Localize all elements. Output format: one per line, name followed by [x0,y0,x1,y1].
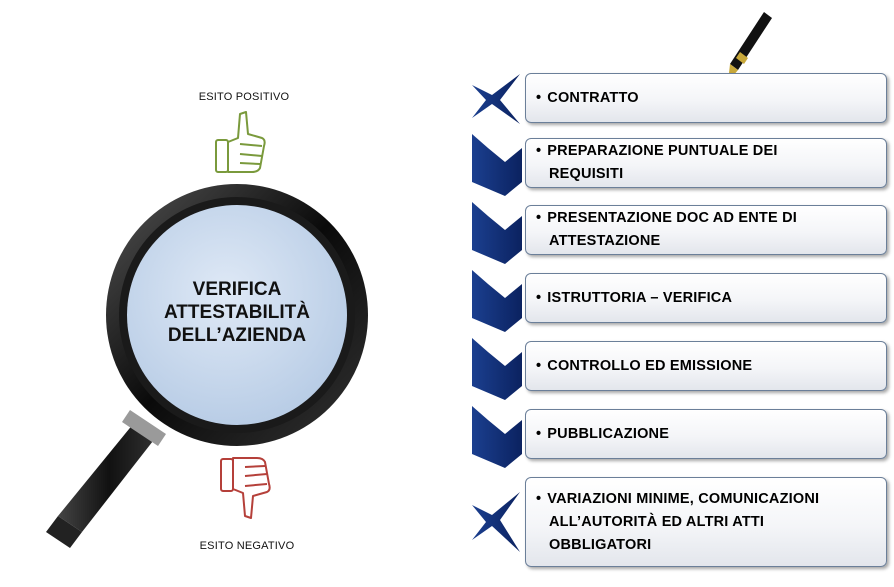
step-label: • CONTRATTO [536,87,639,110]
step-line: PUBBLICAZIONE [547,425,670,442]
bullet: • [536,89,542,106]
step-box-controllo: • CONTROLLO ED EMISSIONE [525,341,887,391]
step-label: • CONTROLLO ED EMISSIONE [536,355,752,378]
step-line: ALL’AUTORITÀ ED ALTRI ATTI [549,513,765,530]
step-label: • VARIAZIONI MINIME, COMUNICAZIONI ALL’AU… [536,488,819,557]
step-box-preparazione: • PREPARAZIONE PUNTUALE DEI REQUISITI [525,138,887,188]
step-line: CONTRATTO [547,89,639,106]
thumbs-up-icon [215,111,266,173]
step-marker-x-icon [472,74,520,124]
step-label: • PUBBLICAZIONE [536,423,669,446]
step-line: VARIAZIONI MINIME, COMUNICAZIONI [547,490,820,507]
step-line: ISTRUTTORIA – VERIFICA [547,289,733,306]
thumbs-down-icon [220,457,271,519]
lens-title: VERIFICA ATTESTABILITÀ DELL’AZIENDA [137,278,337,347]
step-line: REQUISITI [549,166,624,182]
magnifier-icon [106,184,368,446]
step-label: • PRESENTAZIONE DOC AD ENTE DI ATTESTAZIO… [536,207,797,253]
chevron-down-icon [472,338,522,400]
step-line: OBBLIGATORI [549,536,652,553]
step-box-presentazione: • PRESENTAZIONE DOC AD ENTE DI ATTESTAZIO… [525,205,887,255]
negative-outcome-label: ESITO NEGATIVO [199,540,295,552]
bullet: • [536,143,542,159]
step-box-istruttoria: • ISTRUTTORIA – VERIFICA [525,273,887,323]
bullet: • [536,490,542,507]
chevron-down-icon [472,134,522,196]
lens-title-line: DELL’AZIENDA [167,325,307,346]
step-box-pubblicazione: • PUBBLICAZIONE [525,409,887,459]
step-marker-x-icon [472,492,520,552]
step-line: ATTESTAZIONE [549,233,661,249]
step-label: • ISTRUTTORIA – VERIFICA [536,287,732,310]
positive-outcome-label: ESITO POSITIVO [198,91,290,103]
lens-title-line: VERIFICA [192,279,282,300]
step-line: PRESENTAZIONE DOC AD ENTE DI [547,210,797,226]
step-label: • PREPARAZIONE PUNTUALE DEI REQUISITI [536,140,778,186]
bullet: • [536,289,542,306]
chevron-down-icon [472,406,522,468]
bullet: • [536,210,542,226]
magnifier-handle [46,410,166,548]
step-line: PREPARAZIONE PUNTUALE DEI [547,143,778,159]
bullet: • [536,357,542,374]
step-box-variazioni: • VARIAZIONI MINIME, COMUNICAZIONI ALL’AU… [525,477,887,567]
lens-title-line: ATTESTABILITÀ [164,302,310,323]
bullet: • [536,425,542,442]
step-line: CONTROLLO ED EMISSIONE [547,357,753,374]
chevron-down-icon [472,202,522,264]
step-box-contratto: • CONTRATTO [525,73,887,123]
chevron-down-icon [472,270,522,332]
